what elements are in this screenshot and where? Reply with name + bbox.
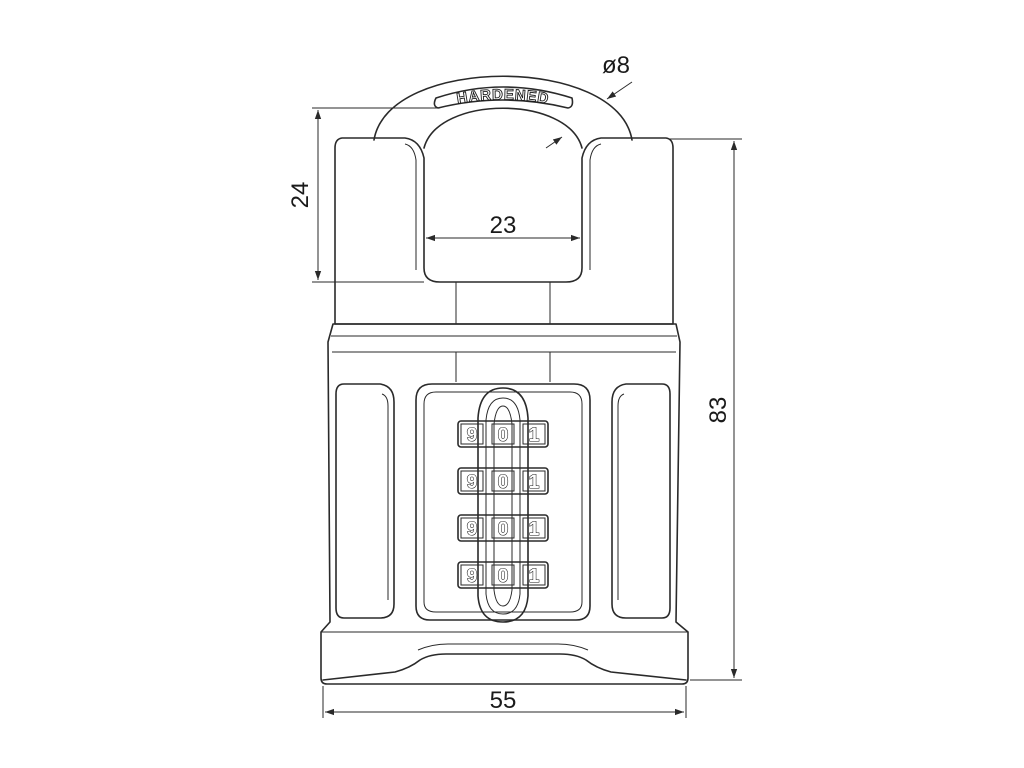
dial-1-digit-2: 0 bbox=[498, 425, 509, 446]
dial-3-digit-1: 9 bbox=[467, 519, 478, 540]
body-rib-right bbox=[611, 383, 671, 619]
base-foot-profile bbox=[322, 653, 687, 681]
dial-4-digit-2: 0 bbox=[498, 566, 509, 587]
dial-2-digit-2: 0 bbox=[498, 472, 509, 493]
body-outline bbox=[320, 323, 689, 685]
body-rib-right-inner bbox=[617, 393, 625, 600]
base-foot-profile-inner bbox=[417, 643, 589, 651]
shackle: HARDENED bbox=[373, 75, 633, 149]
dial-shaft-inner bbox=[493, 405, 513, 607]
dimension-shackle-diameter: ø8 bbox=[545, 52, 633, 149]
dial-shaft-outer bbox=[477, 387, 529, 623]
dim-label-55: 55 bbox=[490, 687, 517, 714]
dim-label-23: 23 bbox=[490, 212, 517, 239]
dimension-overall-height: 83 bbox=[668, 138, 742, 681]
dim-label-83: 83 bbox=[705, 397, 732, 424]
dial-wheel-4[interactable]: 9 0 1 bbox=[457, 561, 549, 589]
dimension-shackle-clearance: 24 bbox=[287, 107, 440, 283]
dial-4-digit-1: 9 bbox=[467, 566, 478, 587]
dial-4-digit-3: 1 bbox=[529, 566, 540, 587]
dial-shaft-mid bbox=[485, 397, 521, 615]
hardened-stamp: HARDENED bbox=[433, 86, 574, 109]
hardened-stamp-text: HARDENED bbox=[455, 86, 550, 107]
dial-2-digit-3: 1 bbox=[529, 472, 540, 493]
body-rib-left bbox=[335, 383, 395, 619]
dial-2-digit-1: 9 bbox=[467, 472, 478, 493]
shackle-outer-arc bbox=[373, 75, 633, 141]
dial-wheel-3[interactable]: 9 0 1 bbox=[457, 514, 549, 542]
dimension-shackle-inner-width: 23 bbox=[426, 212, 580, 242]
dimension-body-width: 55 bbox=[322, 686, 687, 718]
dial-wheel-1[interactable]: 9 0 1 bbox=[457, 420, 549, 448]
dial-3-digit-2: 0 bbox=[498, 519, 509, 540]
dial-1-digit-3: 1 bbox=[529, 425, 540, 446]
lock-body: 9 0 1 9 0 1 9 0 1 9 0 bbox=[320, 323, 689, 685]
dim-label-24: 24 bbox=[287, 182, 314, 209]
dial-window bbox=[415, 383, 591, 621]
dim-label-diameter: ø8 bbox=[602, 52, 630, 79]
dial-1-digit-1: 9 bbox=[467, 425, 478, 446]
body-rib-left-inner bbox=[381, 393, 389, 600]
dial-3-digit-3: 1 bbox=[529, 519, 540, 540]
shackle-inner-arc bbox=[423, 107, 583, 149]
head-inner-edge-left bbox=[404, 143, 417, 270]
dial-window-inner bbox=[423, 391, 583, 613]
head-inner-edge-right bbox=[589, 143, 602, 270]
dial-wheel-2[interactable]: 9 0 1 bbox=[457, 467, 549, 495]
